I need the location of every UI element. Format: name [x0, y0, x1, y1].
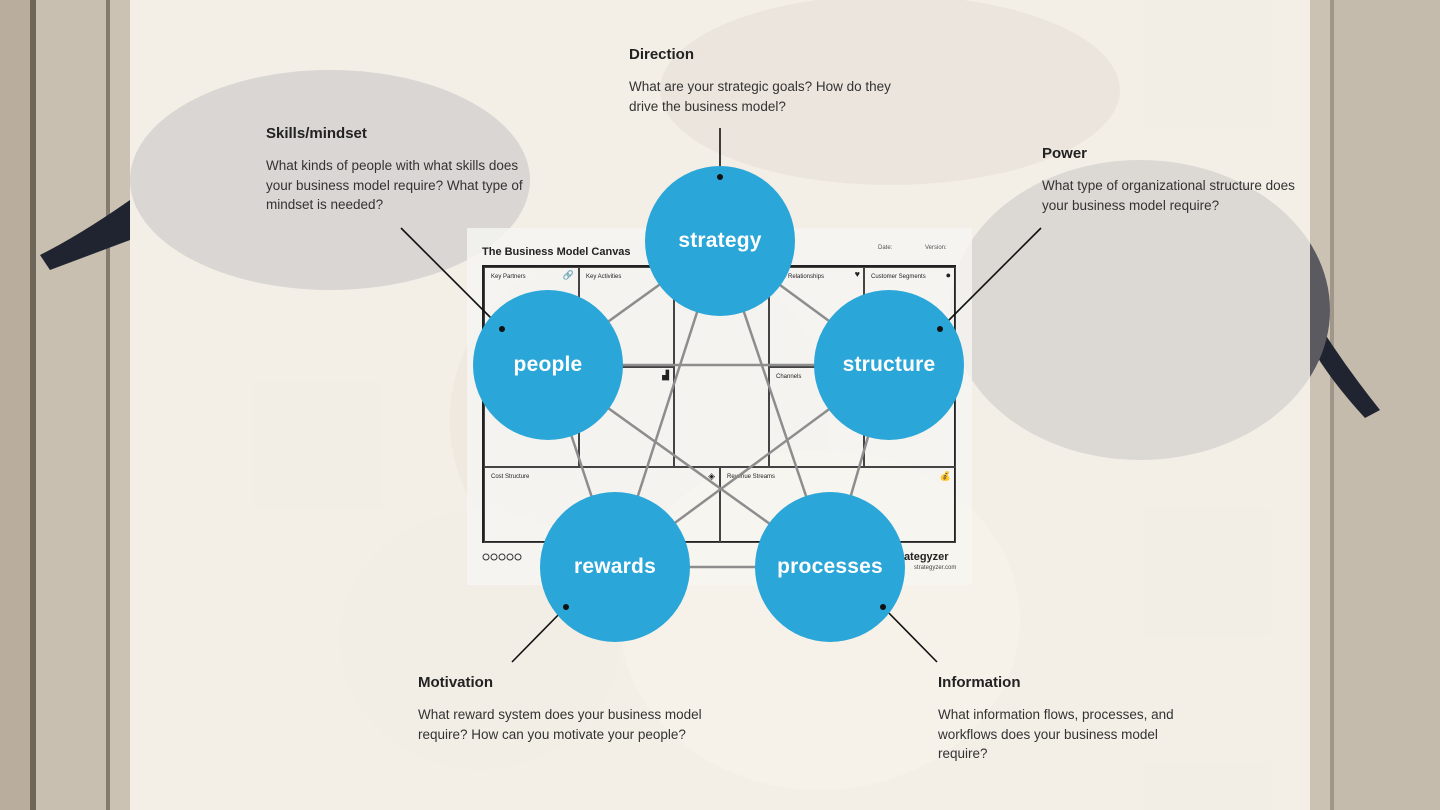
cell-label: Key Activities: [586, 274, 622, 280]
leader-dot-strategy: [717, 174, 723, 180]
label-text: What kinds of people with what skills do…: [266, 158, 523, 212]
node-rewards: rewards: [540, 492, 690, 642]
strategyzer-url: strategyzer.com: [914, 565, 957, 571]
link-icon: 🔗: [562, 270, 574, 280]
node-label-processes: processes: [777, 555, 883, 578]
node-label-people: people: [513, 353, 583, 376]
node-structure: structure: [814, 290, 964, 440]
cell-label: mer Relationships: [776, 274, 825, 280]
label-information: Information What information flows, proc…: [938, 674, 1188, 764]
leader-dot-structure: [937, 326, 943, 332]
node-people: people: [473, 290, 623, 440]
node-label-strategy: strategy: [678, 229, 762, 252]
label-title: Motivation: [418, 674, 493, 691]
label-title: Skills/mindset: [266, 125, 367, 142]
canvas-version-field: Version:: [925, 245, 947, 251]
node-label-rewards: rewards: [574, 555, 656, 578]
license-icons: [482, 553, 522, 561]
heart-icon: ♥: [854, 269, 860, 279]
cell-label: Customer Segments: [871, 274, 926, 280]
label-title: Power: [1042, 145, 1088, 162]
cell-label: Key Partners: [491, 274, 526, 280]
node-processes: processes: [755, 492, 905, 642]
label-title: Information: [938, 674, 1021, 691]
canvas-date-field: Date:: [878, 245, 893, 251]
leader-dot-people: [499, 326, 505, 332]
person-icon: ●: [945, 270, 951, 280]
label-motivation: Motivation What reward system does your …: [418, 674, 703, 744]
leader-dot-processes: [880, 604, 886, 610]
node-strategy: strategy: [645, 166, 795, 316]
node-label-structure: structure: [842, 353, 936, 376]
canvas-title: The Business Model Canvas: [482, 246, 631, 258]
tag-icon: ◈: [708, 471, 715, 481]
label-text: What information flows, processes, and w…: [938, 707, 1174, 761]
strategyzer-logo: trategyzer: [896, 551, 949, 563]
label-skills-mindset: Skills/mindset What kinds of people with…: [266, 125, 536, 215]
cell-label: Cost Structure: [491, 474, 530, 480]
label-power: Power What type of organizational struct…: [1042, 145, 1304, 215]
money-bag-icon: 💰: [939, 471, 951, 481]
factory-icon: ▟: [662, 370, 669, 380]
label-title: Direction: [629, 46, 695, 63]
label-text: What type of organizational structure do…: [1042, 178, 1295, 213]
label-text: What are your strategic goals? How do th…: [629, 79, 891, 114]
label-direction: Direction What are your strategic goals?…: [629, 46, 919, 116]
label-text: What reward system does your business mo…: [418, 707, 702, 742]
leader-dot-rewards: [563, 604, 569, 610]
cell-label: Revenue Streams: [727, 474, 776, 480]
cell-label: Channels: [776, 374, 802, 380]
